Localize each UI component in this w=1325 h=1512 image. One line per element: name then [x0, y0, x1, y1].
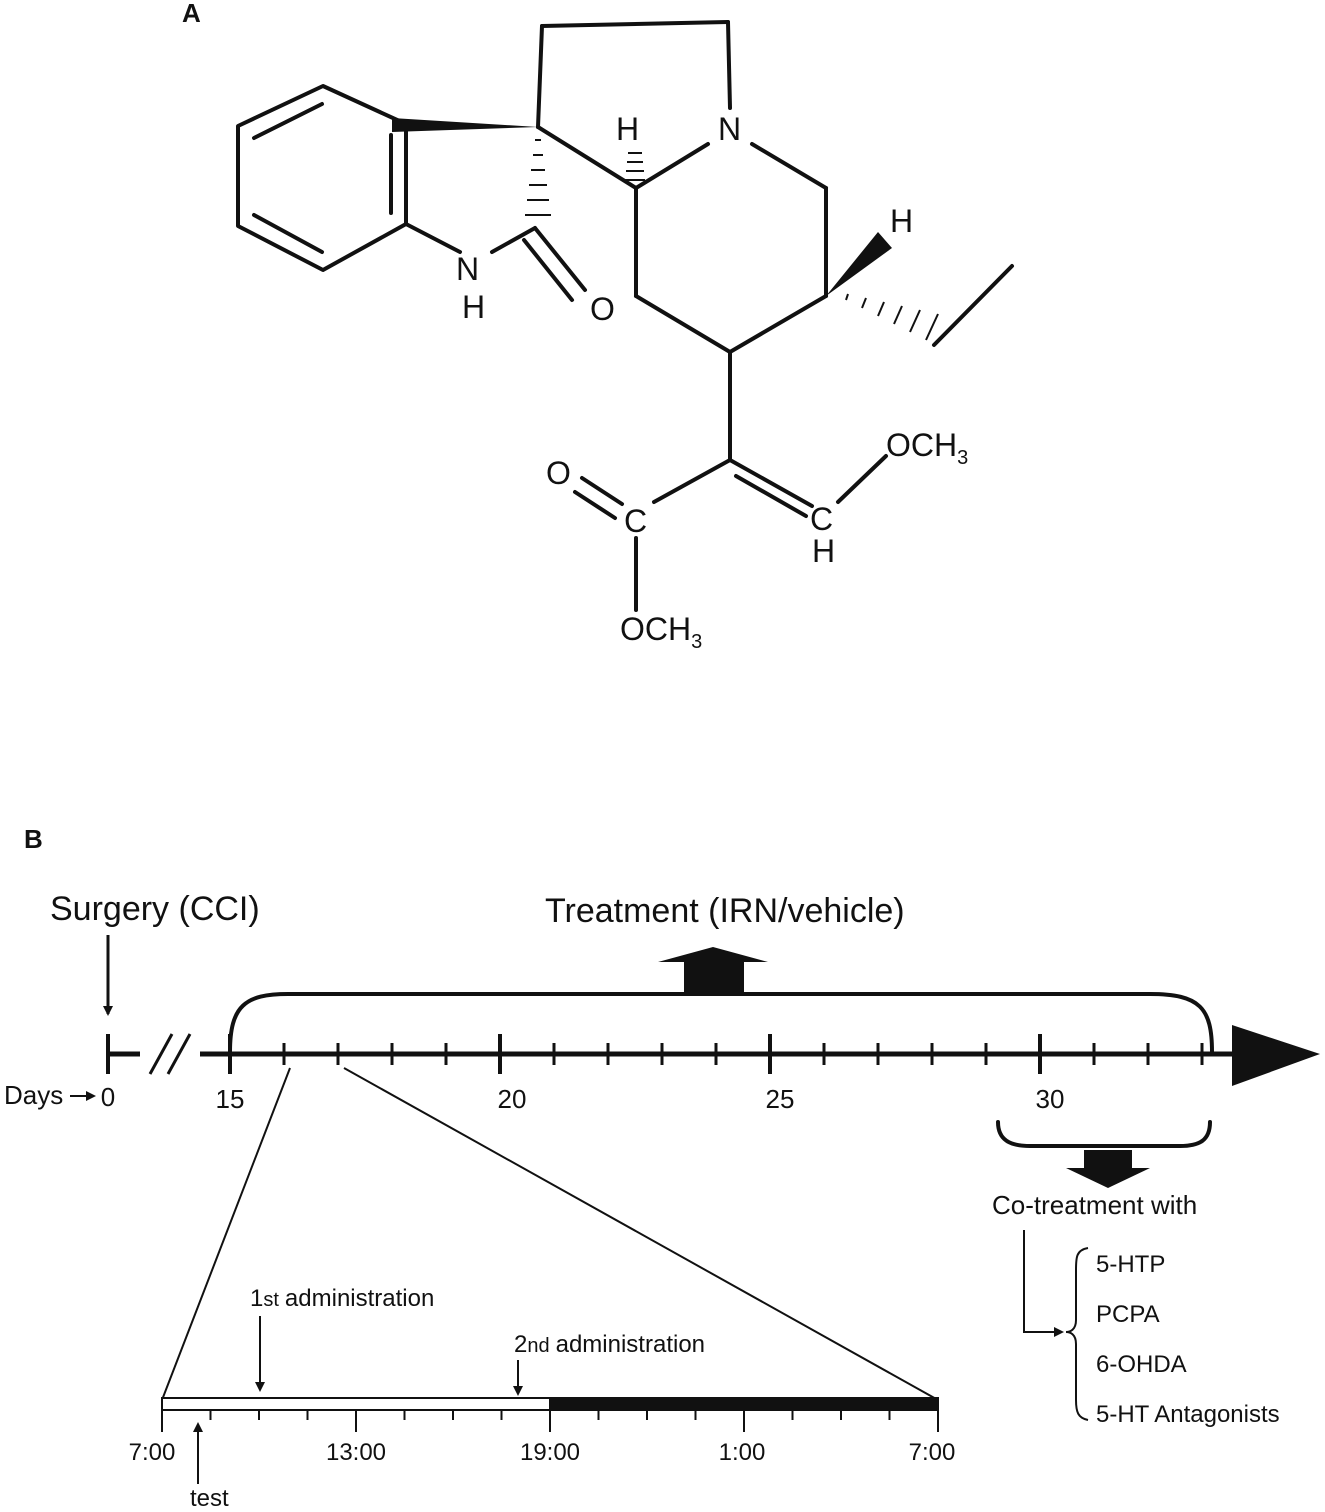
bond — [536, 24, 544, 129]
bond — [404, 222, 462, 254]
cotreatment-down-arrow — [1066, 1150, 1150, 1188]
tick-label-25: 25 — [766, 1084, 795, 1114]
surgery-label: Surgery (CCI) — [50, 890, 260, 928]
atom-label-c: C — [624, 503, 647, 539]
zoom-line-right — [343, 1067, 939, 1401]
zoom-line-left — [161, 1067, 291, 1401]
cotreatment-brace — [996, 1120, 1212, 1148]
bond — [573, 490, 617, 520]
bond — [522, 238, 574, 302]
cotreatment-elbow-arrow — [1023, 1230, 1064, 1337]
bond — [634, 294, 732, 354]
hour-label: 1:00 — [719, 1439, 766, 1466]
hour-label: 7:00 — [129, 1439, 176, 1466]
days-label: Days — [4, 1080, 63, 1110]
atom-label-n: N — [718, 111, 741, 147]
cotreatment-item: 5-HTP — [1096, 1251, 1165, 1278]
bond — [490, 226, 537, 254]
treatment-up-arrow — [658, 947, 768, 994]
hashed-bond — [525, 139, 551, 216]
atom-label-h: H — [812, 533, 835, 569]
tick-label-0: 0 — [101, 1082, 115, 1112]
atom-label-och3: OCH3 — [620, 611, 702, 653]
cotreatment-item: PCPA — [1096, 1301, 1160, 1328]
cotreatment-item: 5-HT Antagonists — [1096, 1401, 1280, 1428]
hashed-bond — [845, 293, 939, 341]
cotreatment-item: 6-OHDA — [1096, 1351, 1187, 1378]
tick-label-30: 30 — [1036, 1084, 1065, 1114]
axis-break-gap — [140, 1038, 200, 1070]
panel-label-b: B — [24, 824, 43, 854]
dark-phase-bar — [549, 1397, 939, 1411]
aromatic-double-bond — [252, 213, 324, 254]
aromatic-double-bond — [252, 102, 324, 140]
hour-label: 19:00 — [520, 1439, 580, 1466]
atom-label-o: O — [590, 291, 615, 327]
panel-label-a: A — [182, 0, 201, 28]
wedge-bond — [826, 232, 892, 296]
bond — [726, 20, 732, 110]
bond — [652, 458, 732, 504]
bond — [728, 294, 828, 354]
atom-label-n: N — [456, 251, 479, 287]
treatment-brace — [228, 992, 1214, 1054]
hashed-bond — [625, 152, 645, 181]
hour-label: 13:00 — [326, 1439, 386, 1466]
axis-break-mark — [166, 1033, 192, 1075]
day-ticks — [228, 1034, 1204, 1074]
hour-label: 7:00 — [909, 1439, 956, 1466]
bond — [634, 142, 710, 190]
cotreatment-title: Co-treatment with — [992, 1190, 1197, 1220]
hour-ticks — [161, 1410, 939, 1432]
bond — [580, 476, 624, 506]
atom-label-och3: OCH3 — [886, 427, 968, 469]
atom-label-h: H — [462, 289, 485, 325]
ethyl-bond — [932, 264, 1014, 347]
benzene-ring — [236, 84, 408, 272]
bond — [536, 125, 638, 190]
axis-arrowhead — [1232, 1025, 1320, 1086]
atom-label-c: C — [810, 501, 833, 537]
bond — [540, 20, 730, 28]
bond — [533, 226, 587, 292]
bond — [734, 474, 808, 518]
atom-label-o: O — [546, 455, 571, 491]
cotreatment-items-brace — [1065, 1247, 1089, 1421]
atom-label-h: H — [890, 203, 913, 239]
bond — [750, 142, 828, 190]
bond — [836, 454, 888, 504]
chemical-structure: H N H N H O OCH3 O C C H OCH3 — [236, 20, 1014, 653]
test-label: test — [190, 1485, 229, 1512]
bond — [728, 458, 814, 508]
tick-label-20: 20 — [498, 1084, 527, 1114]
axis-break-mark — [148, 1033, 174, 1075]
wedge-bond — [392, 118, 538, 132]
light-phase-bar — [161, 1397, 551, 1411]
treatment-label: Treatment (IRN/vehicle) — [545, 892, 905, 930]
atom-label-h: H — [616, 111, 639, 147]
tick-label-15: 15 — [216, 1084, 245, 1114]
